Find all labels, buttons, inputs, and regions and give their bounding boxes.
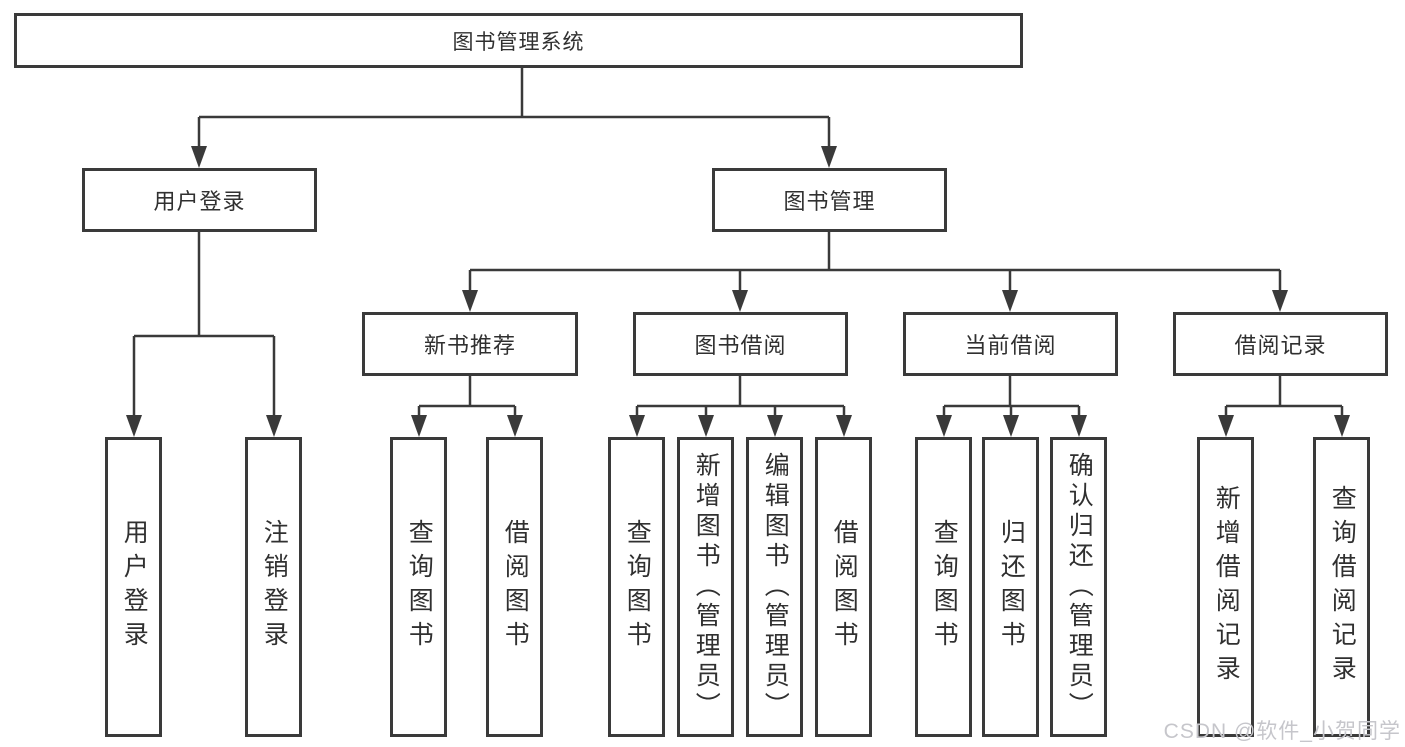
arrowhead-icon [191,146,207,168]
node-label: 借阅记录 [1234,333,1327,358]
leaf-recommend-query-books: 查询图书 [390,437,447,737]
connector-new-book-recommend-to-leaves [411,376,523,437]
arrowhead-icon [507,415,523,437]
node-borrow-record: 借阅记录 [1173,312,1388,376]
node-label: 查询图书 [930,519,959,655]
leaf-add-borrow-record: 新增借阅记录 [1197,437,1254,737]
arrowhead-icon [836,415,852,437]
connector-book-management-to-level3 [462,232,1288,312]
leaf-add-books-admin: 新增图书（管理员） [677,437,734,737]
leaf-query-borrow-record: 查询借阅记录 [1313,437,1370,737]
connector-borrow-record-to-leaves [1218,376,1350,437]
leaf-return-books: 归还图书 [982,437,1039,737]
arrowhead-icon [1002,290,1018,312]
leaf-confirm-return-admin: 确认归还（管理员） [1050,437,1107,737]
arrowhead-icon [411,415,427,437]
arrowhead-icon [1071,415,1087,437]
node-label: 图书管理 [783,189,876,214]
arrowhead-icon [1334,415,1350,437]
arrowhead-icon [698,415,714,437]
arrowhead-icon [1218,415,1234,437]
leaf-borrow-books: 借阅图书 [815,437,872,737]
node-label: 归还图书 [997,519,1026,655]
leaf-user-login: 用户登录 [105,437,162,737]
node-label: 查询图书 [623,519,652,655]
arrowhead-icon [126,415,142,437]
arrowhead-icon [767,415,783,437]
node-label: 借阅图书 [830,519,859,655]
arrowhead-icon [936,415,952,437]
node-label: 当前借阅 [964,333,1057,358]
leaf-borrow-query-books: 查询图书 [608,437,665,737]
node-label: 新增借阅记录 [1212,485,1241,689]
node-label: 查询借阅记录 [1328,485,1357,689]
node-current-borrow: 当前借阅 [903,312,1118,376]
node-user-login: 用户登录 [82,168,317,232]
arrowhead-icon [629,415,645,437]
node-label: 用户登录 [153,189,246,214]
arrowhead-icon [732,290,748,312]
node-label: 借阅图书 [501,519,530,655]
leaf-current-query-books: 查询图书 [915,437,972,737]
leaf-edit-books-admin: 编辑图书（管理员） [746,437,803,737]
arrowhead-icon [821,146,837,168]
leaf-logout: 注销登录 [245,437,302,737]
node-label: 用户登录 [120,519,149,655]
node-label: 编辑图书（管理员） [761,452,790,722]
node-label: 新书推荐 [423,333,516,358]
node-new-book-recommend: 新书推荐 [362,312,578,376]
node-label: 图书管理系统 [452,30,585,54]
arrowhead-icon [1272,290,1288,312]
arrowhead-icon [462,290,478,312]
node-root-library-system: 图书管理系统 [14,13,1023,68]
arrowhead-icon [266,415,282,437]
node-label: 新增图书（管理员） [692,452,721,722]
leaf-recommend-borrow-books: 借阅图书 [486,437,543,737]
csdn-watermark: CSDN @软件_小贺同学 [1163,720,1401,743]
connector-root-to-level2 [191,68,837,168]
connector-book-borrow-to-leaves [629,376,852,437]
arrowhead-icon [1003,415,1019,437]
connector-current-borrow-to-leaves [936,376,1087,437]
node-label: 确认归还（管理员） [1065,452,1094,722]
node-label: 查询图书 [405,519,434,655]
node-book-borrow: 图书借阅 [633,312,848,376]
node-label: 图书借阅 [694,333,787,358]
connector-user-login-to-leaves [126,232,282,437]
node-book-management: 图书管理 [712,168,947,232]
node-label: 注销登录 [260,519,289,655]
